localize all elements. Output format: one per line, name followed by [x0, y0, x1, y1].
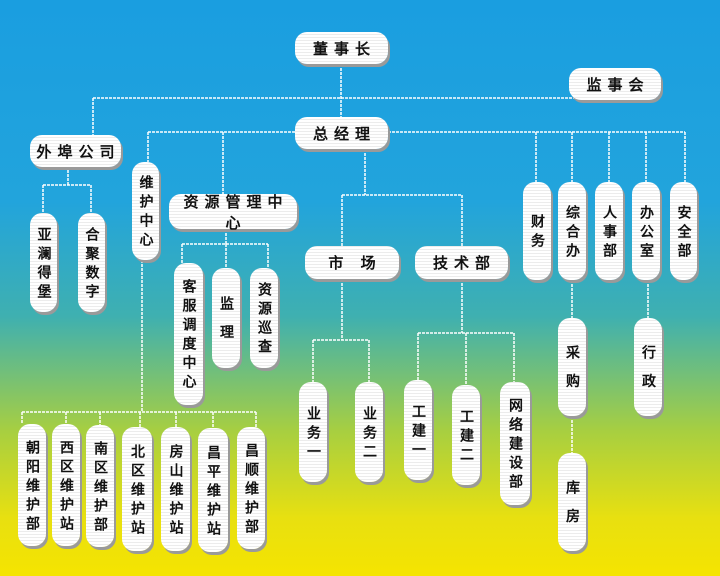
- node-chairman: 董事长: [295, 32, 388, 64]
- node-supervision: 监 理: [212, 268, 240, 368]
- node-resource-center: 资源管理中心: [169, 193, 297, 232]
- node-hr: 人事部: [595, 182, 623, 280]
- node-patrol: 资源巡查: [250, 268, 278, 368]
- node-external: 外埠公司: [30, 135, 121, 167]
- node-network: 网络建设部: [500, 382, 530, 505]
- node-tech: 技术部: [415, 246, 508, 279]
- node-biz2: 业务二: [355, 382, 383, 482]
- node-xiqu: 西区维护站: [52, 424, 80, 546]
- node-general-office: 综合办: [558, 182, 586, 280]
- node-admin: 行 政: [634, 318, 662, 416]
- node-chaoyang: 朝阳维护部: [18, 424, 46, 546]
- node-warehouse: 库 房: [558, 453, 586, 551]
- node-gm: 总经理: [295, 117, 388, 149]
- node-yalan: 亚澜得堡: [30, 213, 57, 312]
- node-supervisory: 监事会: [569, 68, 661, 100]
- node-safety: 安全部: [670, 182, 697, 280]
- node-fangshan: 房山维护站: [161, 427, 190, 551]
- node-biz1: 业务一: [299, 382, 327, 482]
- node-eng1: 工建一: [404, 380, 432, 480]
- node-market: 市 场: [305, 246, 399, 279]
- node-changshun: 昌顺维护部: [237, 427, 265, 549]
- node-heju: 合聚数字: [78, 213, 105, 312]
- node-maint-center: 维护中心: [132, 162, 159, 260]
- node-purchase: 采 购: [558, 318, 586, 416]
- node-dispatch: 客服调度中心: [174, 263, 203, 405]
- node-beiqu: 北区维护站: [122, 427, 152, 551]
- node-nanqu: 南区维护部: [86, 425, 114, 547]
- node-office: 办公室: [632, 182, 660, 280]
- node-changping: 昌平维护站: [198, 428, 228, 552]
- node-eng2: 工建二: [452, 385, 480, 485]
- node-finance: 财务: [523, 182, 551, 280]
